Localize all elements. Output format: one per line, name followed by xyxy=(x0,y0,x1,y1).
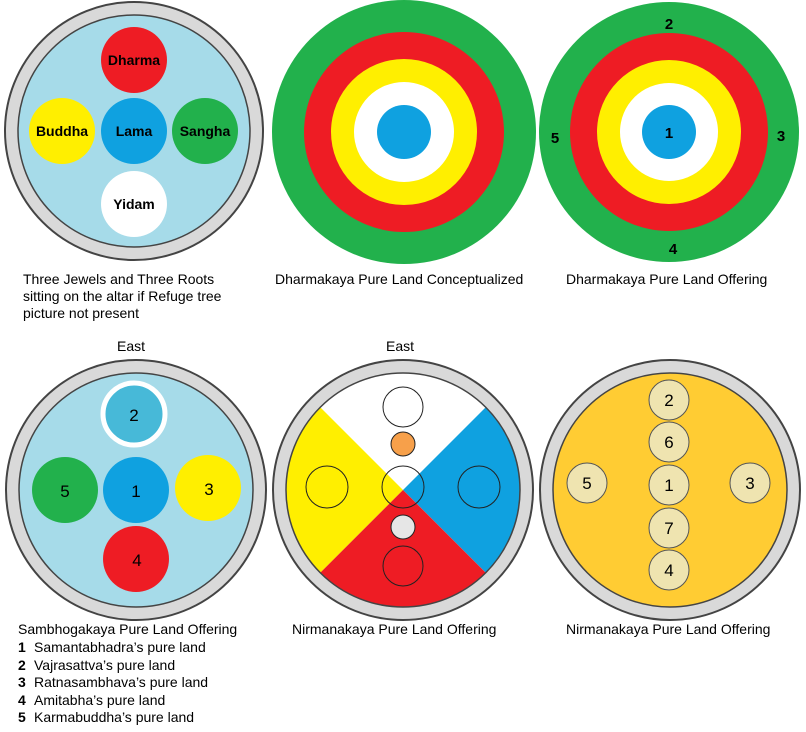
yidam-label: Yidam xyxy=(113,196,155,212)
buddha-circle xyxy=(29,98,95,164)
lama-label: Lama xyxy=(116,123,153,139)
heading-east: East xyxy=(117,338,146,354)
panel-three-jewels: Dharma Buddha Lama Sangha Yidam xyxy=(4,1,264,261)
number-label-lower: 7 xyxy=(664,519,673,538)
caption-dharmakaya-offering: Dharmakaya Pure Land Offering xyxy=(566,271,768,287)
number-label-bottom: 4 xyxy=(664,561,673,580)
buddha-label: Buddha xyxy=(36,123,88,139)
caption-line: picture not present xyxy=(23,305,139,321)
quadrant-east-blue xyxy=(403,373,520,607)
number-label-center: 1 xyxy=(664,476,673,495)
panel-nirmanakaya-numbered: 2 6 1 7 4 5 3 xyxy=(539,359,801,621)
quadrant-west-yellow xyxy=(286,373,403,607)
caption-line: sitting on the altar if Refuge tree xyxy=(23,288,222,304)
number-label-top: 2 xyxy=(129,406,138,425)
legend-text: Amitabha’s pure land xyxy=(34,691,166,708)
yidam-circle xyxy=(101,171,167,237)
legend-number: 2 xyxy=(18,656,26,673)
legend-number: 5 xyxy=(18,709,26,725)
slot-bottom xyxy=(382,545,424,587)
number-label-center: 1 xyxy=(665,125,673,142)
cream-circle-left xyxy=(566,462,608,504)
center-blue xyxy=(642,105,696,159)
legend-row: 4 Amitabha’s pure land xyxy=(18,692,208,710)
cream-circle-center xyxy=(648,464,690,506)
legend-row: 5 Karmabuddha’s pure land xyxy=(18,709,208,727)
number-label-upper: 6 xyxy=(664,433,673,452)
cream-circle-right xyxy=(729,462,771,504)
number-label-top: 2 xyxy=(665,16,673,33)
legend-row: 1 Samantabhadra’s pure land xyxy=(18,639,208,657)
caption-sambhogakaya-offering: Sambhogakaya Pure Land Offering xyxy=(18,621,238,637)
center-blue xyxy=(377,105,431,159)
number-label-bottom: 4 xyxy=(669,241,678,258)
dharma-label: Dharma xyxy=(108,52,160,68)
number-label-right: 3 xyxy=(777,128,785,145)
center-circle xyxy=(103,457,169,523)
legend-text: Samantabhadra’s pure land xyxy=(34,639,206,655)
sangha-label: Sangha xyxy=(180,123,231,139)
caption-line: Three Jewels and Three Roots xyxy=(23,271,215,287)
cream-circle-upper xyxy=(648,421,690,463)
cream-circle-lower xyxy=(648,507,690,549)
legend-text: Karmabuddha’s pure land xyxy=(34,709,195,725)
slot-top xyxy=(382,386,424,428)
lama-circle xyxy=(101,98,167,164)
pure-land-legend: 1 Samantabhadra’s pure land 2 Vajrasattva’… xyxy=(18,639,208,727)
slot-right xyxy=(457,465,501,509)
top-circle xyxy=(100,380,168,448)
cream-circle-top xyxy=(648,379,690,421)
grey-offering xyxy=(390,514,416,540)
caption-three-jewels: Three Jewels and Three Roots sitting on … xyxy=(23,271,221,322)
number-label-top: 2 xyxy=(664,391,673,410)
sangha-circle xyxy=(172,98,238,164)
bottom-circle xyxy=(103,526,169,592)
cream-circle-bottom xyxy=(648,549,690,591)
orange-offering xyxy=(390,431,416,457)
number-label-left: 5 xyxy=(551,130,559,147)
right-circle xyxy=(175,455,241,521)
heading-east: East xyxy=(386,338,415,354)
legend-number: 3 xyxy=(18,674,26,690)
panel-nirmanakaya-quadrants xyxy=(272,359,534,621)
caption-nirmanakaya-offering: Nirmanakaya Pure Land Offering xyxy=(292,621,497,637)
number-label-right: 3 xyxy=(745,474,754,493)
slot-left xyxy=(305,465,349,509)
plate-interior-edge xyxy=(285,372,521,608)
number-label-left: 5 xyxy=(60,482,69,501)
number-label-bottom: 4 xyxy=(132,551,141,570)
legend-text: Vajrasattva’s pure land xyxy=(34,656,176,673)
legend-row: 2 Vajrasattva’s pure land xyxy=(18,657,208,675)
number-label-right: 3 xyxy=(204,480,213,499)
legend-number: 4 xyxy=(18,691,26,708)
caption-nirmanakaya-offering: Nirmanakaya Pure Land Offering xyxy=(566,621,771,637)
number-label-left: 5 xyxy=(582,474,591,493)
legend-row: 3 Ratnasambhava’s pure land xyxy=(18,674,208,692)
quadrant-south-red xyxy=(286,490,520,607)
number-label-center: 1 xyxy=(131,482,140,501)
panel-dharmakaya-offering: 1 2 3 4 5 xyxy=(539,2,799,262)
legend-text: Ratnasambhava’s pure land xyxy=(34,674,209,690)
panel-dharmakaya-conceptualized xyxy=(272,0,536,264)
panel-sambhogakaya-offering: 2 5 1 3 4 xyxy=(5,359,267,621)
dharma-circle xyxy=(101,27,167,93)
slot-center xyxy=(381,465,425,509)
left-circle xyxy=(32,457,98,523)
legend-number: 1 xyxy=(18,639,26,655)
caption-dharmakaya-conceptualized: Dharmakaya Pure Land Conceptualized xyxy=(275,271,524,287)
